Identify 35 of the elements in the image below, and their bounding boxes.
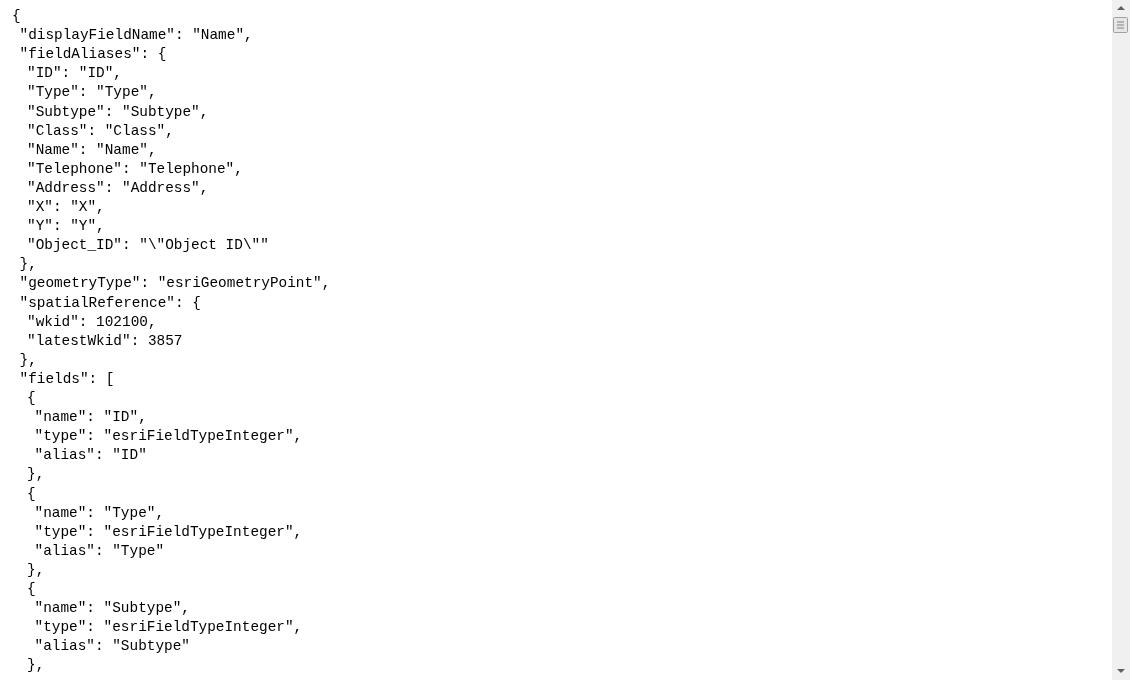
code-line: "Address": "Address", bbox=[27, 179, 209, 197]
code-line: }, bbox=[19, 351, 37, 369]
code-line: "name": "ID", bbox=[34, 409, 147, 427]
code-line: "geometryType": "esriGeometryPoint", bbox=[19, 275, 331, 293]
code-line: }, bbox=[27, 466, 45, 484]
code-line: "spatialReference": { bbox=[19, 294, 201, 312]
code-line: "wkid": 102100, bbox=[27, 313, 157, 331]
code-line: "latestWkid": 3857 bbox=[27, 332, 183, 350]
code-line: "type": "esriFieldTypeInteger", bbox=[34, 619, 303, 637]
code-line: "alias": "Type" bbox=[34, 542, 165, 560]
code-line: { bbox=[12, 8, 21, 25]
code-line: "Object_ID": "\"Object ID\"" bbox=[27, 237, 269, 255]
code-line: "Subtype": "Subtype", bbox=[27, 103, 209, 121]
code-line: "Name": "Name", bbox=[27, 141, 157, 159]
code-line: "fieldAliases": { bbox=[19, 46, 167, 64]
code-line: "name": "Type", bbox=[34, 504, 165, 522]
code-line: "displayFieldName": "Name", bbox=[19, 27, 253, 45]
code-line: }, bbox=[27, 657, 45, 675]
code-line: { bbox=[27, 581, 36, 598]
code-line: "Y": "Y", bbox=[27, 218, 105, 236]
code-line: "alias": "ID" bbox=[34, 447, 147, 465]
code-line: "alias": "Subtype" bbox=[34, 638, 190, 656]
code-line: "name": "Subtype", bbox=[34, 600, 190, 618]
code-line: "fields": [ bbox=[19, 370, 115, 388]
code-line: "Class": "Class", bbox=[27, 122, 174, 140]
code-line: }, bbox=[27, 561, 45, 579]
code-line: "ID": "ID", bbox=[27, 65, 122, 83]
code-line: { bbox=[27, 390, 36, 407]
code-line: "Telephone": "Telephone", bbox=[27, 160, 243, 178]
code-line: { bbox=[27, 485, 36, 503]
code-line: "Type": "Type", bbox=[27, 84, 157, 102]
code-line: }, bbox=[19, 256, 37, 274]
code-line: "type": "esriFieldTypeInteger", bbox=[34, 523, 303, 541]
code-line: "type": "esriFieldTypeInteger", bbox=[34, 428, 303, 446]
code-line: "X": "X", bbox=[27, 199, 105, 216]
